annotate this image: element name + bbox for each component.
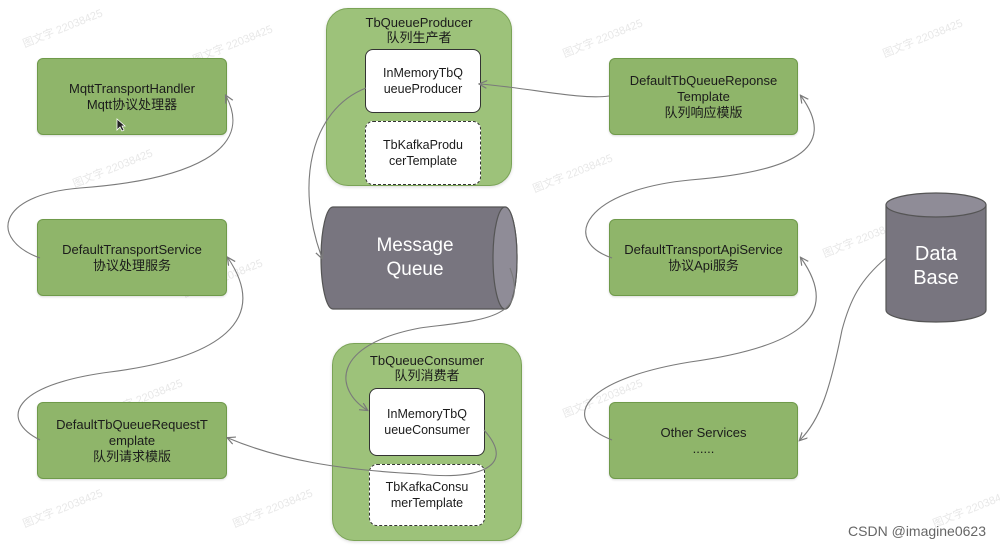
consumer-title-cn: 队列消费者 bbox=[394, 368, 460, 383]
consumer-title-en: TbQueueConsumer bbox=[369, 353, 485, 368]
mouse-cursor-icon bbox=[116, 118, 126, 132]
watermark: 图文字 22038425 bbox=[21, 487, 105, 531]
watermark: 图文字 22038425 bbox=[531, 152, 615, 196]
consumer-group-title: TbQueueConsumer 队列消费者 bbox=[333, 353, 521, 383]
database-line1: Data bbox=[914, 243, 958, 265]
kafka-producer-node: TbKafkaProdu cerTemplate bbox=[365, 121, 481, 185]
database-label: Data Base bbox=[886, 242, 986, 290]
connector-database-to-other bbox=[800, 257, 887, 440]
response-template-line2: Template bbox=[677, 88, 730, 104]
inmemory-producer-line2: ueueProducer bbox=[383, 82, 463, 96]
producer-group-title: TbQueueProducer 队列生产者 bbox=[327, 15, 511, 45]
inmemory-consumer-line1: InMemoryTbQ bbox=[387, 407, 467, 421]
watermark: 图文字 22038425 bbox=[881, 17, 965, 61]
api-service-line2: 协议Api服务 bbox=[668, 257, 739, 273]
request-template-line3: 队列请求模版 bbox=[92, 448, 171, 464]
consumer-group: TbQueueConsumer 队列消费者 InMemoryTbQ ueueCo… bbox=[332, 343, 522, 541]
queue-response-template-node: DefaultTbQueueReponse Template 队列响应模版 bbox=[609, 58, 798, 135]
queue-request-template-node: DefaultTbQueueRequestT emplate 队列请求模版 bbox=[37, 402, 227, 479]
response-template-line3: 队列响应模版 bbox=[664, 104, 743, 120]
database-line2: Base bbox=[913, 267, 959, 289]
other-services-line1: Other Services bbox=[660, 424, 747, 440]
csdn-credit: CSDN @imagine0623 bbox=[848, 523, 986, 539]
other-services-line2: ...... bbox=[692, 440, 715, 456]
watermark: 图文字 22038425 bbox=[71, 147, 155, 191]
message-queue-label: Message Queue bbox=[340, 234, 490, 282]
message-queue-line2: Queue bbox=[386, 259, 444, 280]
request-template-line1: DefaultTbQueueRequestT bbox=[56, 416, 208, 432]
mqtt-handler-line1: MqttTransportHandler bbox=[69, 80, 195, 96]
watermark: 图文字 22038425 bbox=[21, 7, 105, 51]
kafka-producer-line2: cerTemplate bbox=[388, 154, 458, 168]
inmemory-producer-node: InMemoryTbQ ueueProducer bbox=[365, 49, 481, 113]
mqtt-handler-line2: Mqtt协议处理器 bbox=[86, 96, 178, 112]
database-top bbox=[885, 192, 987, 218]
kafka-producer-line1: TbKafkaProdu bbox=[383, 138, 463, 152]
mqtt-transport-handler-node: MqttTransportHandler Mqtt协议处理器 bbox=[37, 58, 227, 135]
api-service-line1: DefaultTransportApiService bbox=[624, 241, 783, 257]
other-services-node: Other Services ...... bbox=[609, 402, 798, 479]
producer-title-en: TbQueueProducer bbox=[365, 15, 473, 30]
watermark: 图文字 22038425 bbox=[561, 17, 645, 61]
transport-service-line1: DefaultTransportService bbox=[62, 241, 202, 257]
request-template-line2: emplate bbox=[108, 432, 156, 448]
producer-group: TbQueueProducer 队列生产者 InMemoryTbQ ueuePr… bbox=[326, 8, 512, 186]
message-queue-line1: Message bbox=[376, 235, 454, 256]
producer-title-cn: 队列生产者 bbox=[386, 30, 452, 45]
inmemory-consumer-line2: ueueConsumer bbox=[384, 423, 470, 437]
response-template-line1: DefaultTbQueueReponse bbox=[629, 72, 778, 88]
inmemory-consumer-node: InMemoryTbQ ueueConsumer bbox=[369, 388, 485, 456]
message-queue-end bbox=[492, 206, 518, 310]
transport-service-line2: 协议处理服务 bbox=[92, 257, 171, 273]
inmemory-producer-line1: InMemoryTbQ bbox=[383, 66, 463, 80]
kafka-consumer-node: TbKafkaConsu merTemplate bbox=[369, 464, 485, 526]
kafka-consumer-line1: TbKafkaConsu bbox=[385, 480, 469, 494]
kafka-consumer-line2: merTemplate bbox=[390, 496, 464, 510]
transport-service-node: DefaultTransportService 协议处理服务 bbox=[37, 219, 227, 296]
transport-api-service-node: DefaultTransportApiService 协议Api服务 bbox=[609, 219, 798, 296]
watermark: 图文字 22038425 bbox=[231, 487, 315, 531]
